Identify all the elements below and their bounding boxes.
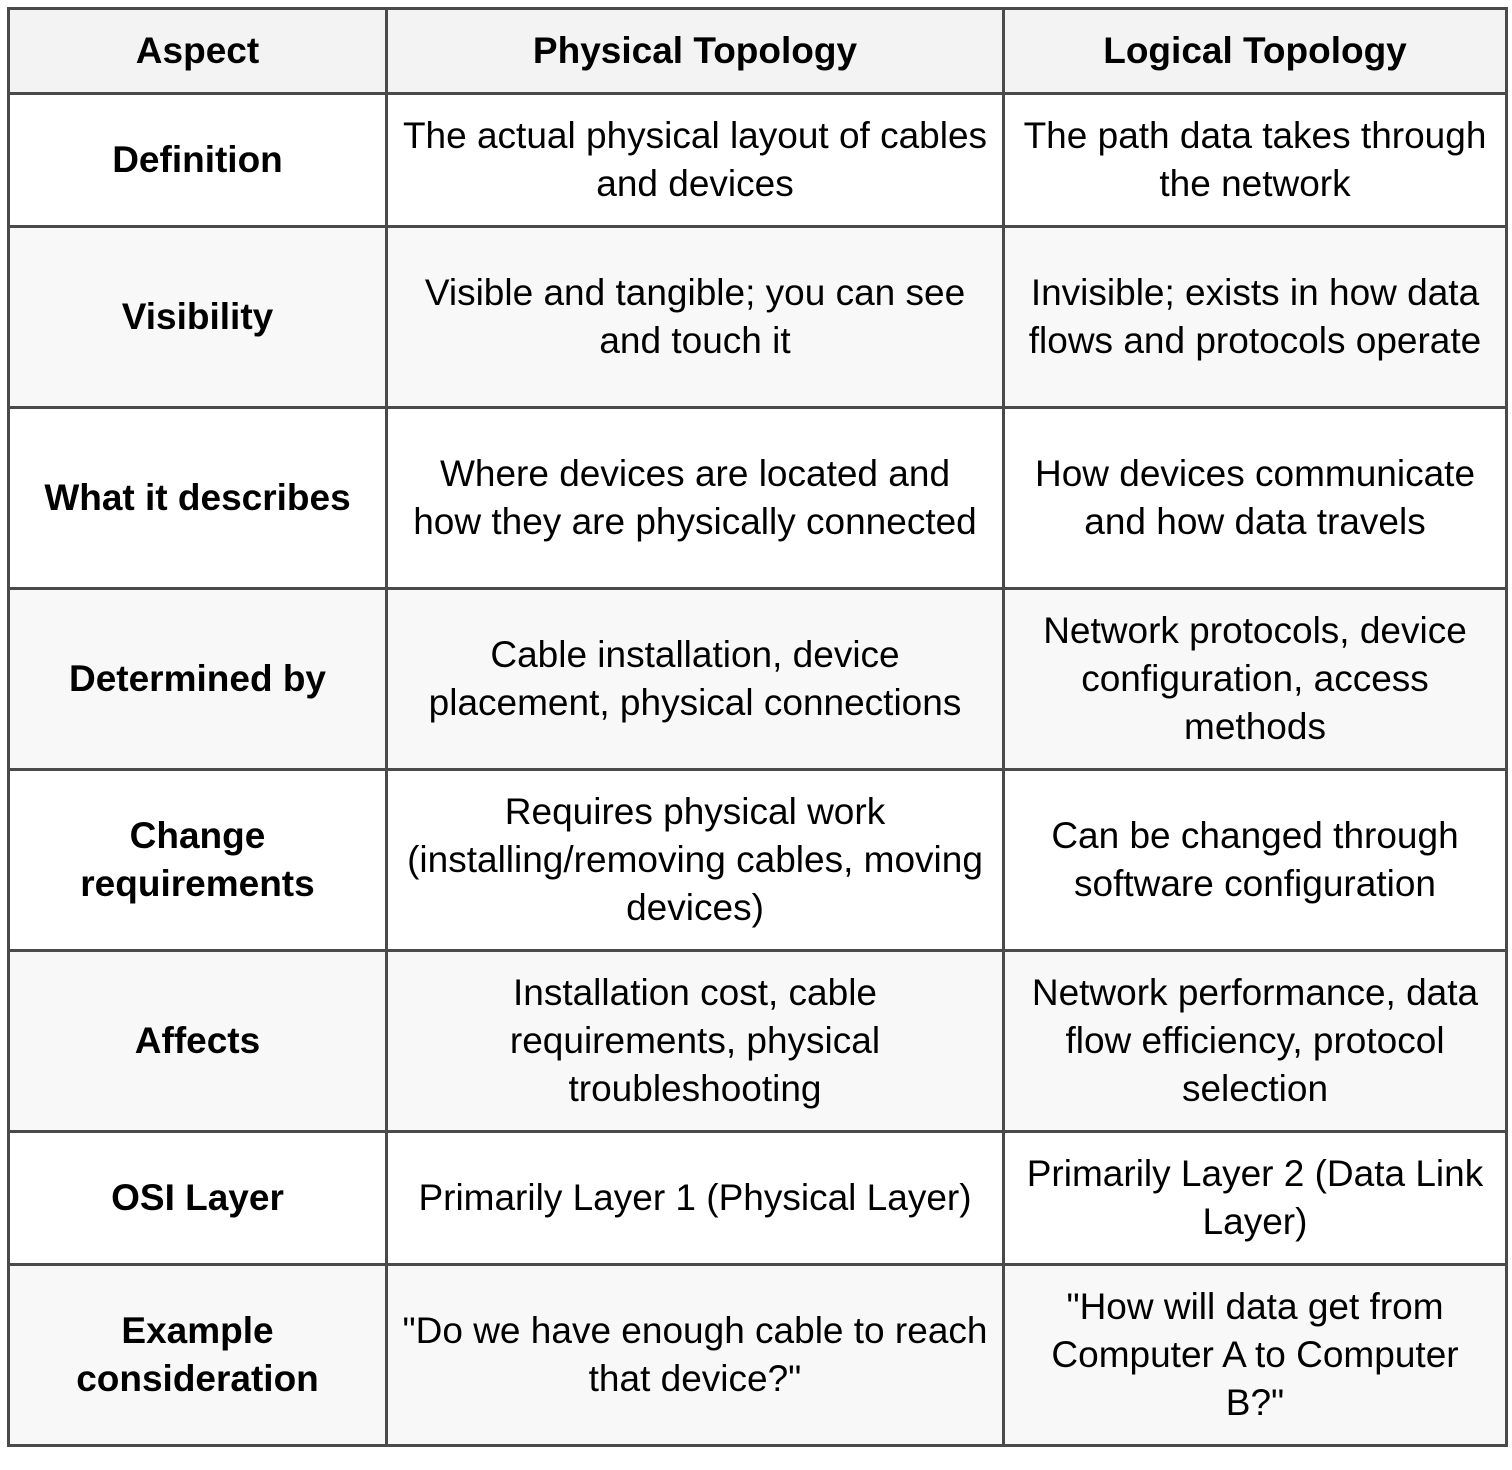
physical-cell: Requires physical work (installing/remov… <box>385 768 1005 952</box>
aspect-cell: Change requirements <box>7 768 388 952</box>
logical-cell: Invisible; exists in how data flows and … <box>1002 225 1508 409</box>
physical-cell: Cable installation, device placement, ph… <box>385 587 1005 771</box>
aspect-cell: Definition <box>7 92 388 228</box>
aspect-cell: Determined by <box>7 587 388 771</box>
table-row: Affects Installation cost, cable require… <box>7 949 1508 1133</box>
header-physical-topology: Physical Topology <box>385 7 1005 95</box>
aspect-cell: Example consideration <box>7 1263 388 1447</box>
table-row: Visibility Visible and tangible; you can… <box>7 225 1508 409</box>
physical-cell: Primarily Layer 1 (Physical Layer) <box>385 1130 1005 1266</box>
physical-cell: Where devices are located and how they a… <box>385 406 1005 590</box>
table-row: Example consideration "Do we have enough… <box>7 1263 1508 1447</box>
logical-cell: How devices communicate and how data tra… <box>1002 406 1508 590</box>
physical-cell: Installation cost, cable requirements, p… <box>385 949 1005 1133</box>
physical-cell: Visible and tangible; you can see and to… <box>385 225 1005 409</box>
header-logical-topology: Logical Topology <box>1002 7 1508 95</box>
header-row: Aspect Physical Topology Logical Topolog… <box>7 7 1508 95</box>
logical-cell: Primarily Layer 2 (Data Link Layer) <box>1002 1130 1508 1266</box>
table-row: Determined by Cable installation, device… <box>7 587 1508 771</box>
logical-cell: Network protocols, device configuration,… <box>1002 587 1508 771</box>
table-row: Definition The actual physical layout of… <box>7 92 1508 228</box>
aspect-cell: What it describes <box>7 406 388 590</box>
header-aspect: Aspect <box>7 7 388 95</box>
table-row: Change requirements Requires physical wo… <box>7 768 1508 952</box>
aspect-cell: OSI Layer <box>7 1130 388 1266</box>
aspect-cell: Affects <box>7 949 388 1133</box>
aspect-cell: Visibility <box>7 225 388 409</box>
logical-cell: The path data takes through the network <box>1002 92 1508 228</box>
physical-cell: The actual physical layout of cables and… <box>385 92 1005 228</box>
logical-cell: "How will data get from Computer A to Co… <box>1002 1263 1508 1447</box>
logical-cell: Can be changed through software configur… <box>1002 768 1508 952</box>
comparison-table-container: Aspect Physical Topology Logical Topolog… <box>7 7 1508 1447</box>
table-row: What it describes Where devices are loca… <box>7 406 1508 590</box>
table-row: OSI Layer Primarily Layer 1 (Physical La… <box>7 1130 1508 1266</box>
physical-cell: "Do we have enough cable to reach that d… <box>385 1263 1005 1447</box>
logical-cell: Network performance, data flow efficienc… <box>1002 949 1508 1133</box>
topology-comparison-table: Aspect Physical Topology Logical Topolog… <box>7 7 1508 1447</box>
